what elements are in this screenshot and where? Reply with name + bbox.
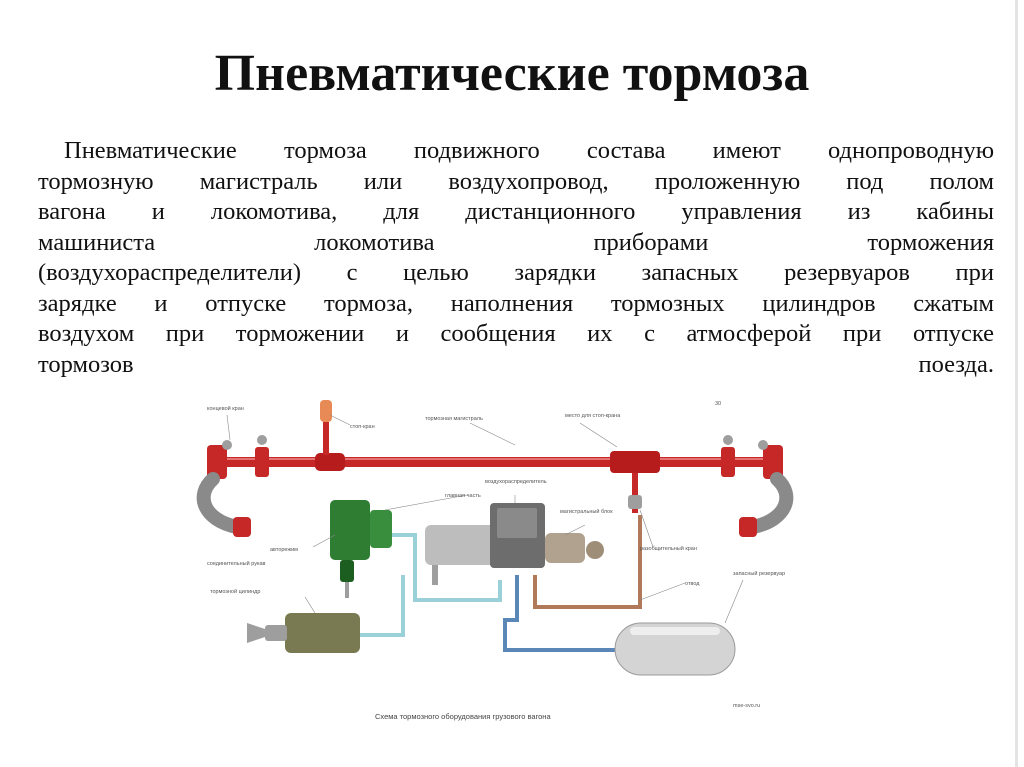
air-distributor — [425, 503, 604, 585]
label-main-part: главная часть — [445, 493, 481, 499]
label-number: 30 — [715, 401, 721, 407]
tube-light-blue — [355, 575, 405, 637]
body-line: зарядке и отпуске тормоза, наполнения то… — [38, 289, 994, 317]
connecting-hose-left — [196, 472, 244, 534]
page-title: Пневматические тормоза — [214, 45, 810, 102]
label-brake-cylinder: тормозной цилиндр — [210, 588, 260, 595]
brake-cylinder — [247, 613, 360, 653]
connecting-hose-right — [746, 472, 794, 534]
slide-border — [1015, 0, 1018, 767]
stop-valve — [320, 400, 332, 455]
label-stop-point: место для стоп-крана — [565, 413, 621, 419]
body-line: тормозов поезда. — [38, 350, 994, 378]
label-stop-valve: стоп-кран — [350, 424, 375, 430]
body-line: вагона и локомотива, для дистанционного … — [38, 198, 994, 225]
body-line: (воздухораспределители) с целью зарядки … — [38, 259, 994, 286]
body-line: тормозную магистраль или воздухопровод, … — [38, 167, 994, 195]
label-disconnect-valve: разобщительный кран — [640, 545, 697, 552]
diagram-caption: Схема тормозного оборудования грузового … — [375, 712, 551, 721]
label-end-valve: концевой кран — [207, 405, 244, 412]
label-relay: авторежим — [270, 547, 298, 553]
body-paragraph: Пневматические тормоза подвижного состав… — [38, 136, 994, 380]
relay-valve — [330, 500, 392, 598]
brake-line-pipe — [215, 451, 775, 473]
label-magistral-block: магистральный блок — [560, 508, 613, 515]
tube-light-blue-2 — [390, 533, 502, 602]
tube-dark-blue — [503, 575, 615, 652]
hose-coupling-right — [739, 517, 757, 537]
branch-pipe — [632, 473, 638, 513]
body-line: машиниста локомотива приборами торможени… — [38, 228, 994, 256]
end-valve-left — [207, 435, 269, 479]
stop-valve-body — [610, 451, 660, 473]
body-line: Пневматические тормоза подвижного состав… — [64, 137, 994, 164]
label-reserve-tank: запасный резервуар — [733, 570, 785, 577]
hose-coupling-left — [233, 517, 251, 537]
tee-fitting — [315, 453, 345, 471]
disconnect-valve — [628, 495, 642, 509]
reserve-tank — [614, 622, 736, 676]
label-brake-line: тормозная магистраль — [425, 416, 483, 422]
diagram-watermark: mse-svo.ru — [733, 703, 760, 709]
body-line: воздухом при торможении и сообщения их с… — [38, 320, 994, 347]
label-air-distributor: воздухораспределитель — [485, 479, 547, 485]
tube-copper — [533, 515, 642, 609]
label-connecting-hose: соединительный рукав — [207, 560, 266, 567]
label-pipe: отвод — [685, 581, 700, 587]
brake-equipment-diagram: концевой кран стоп-кран тормозная магист… — [196, 400, 794, 721]
end-valve-right — [721, 435, 783, 479]
